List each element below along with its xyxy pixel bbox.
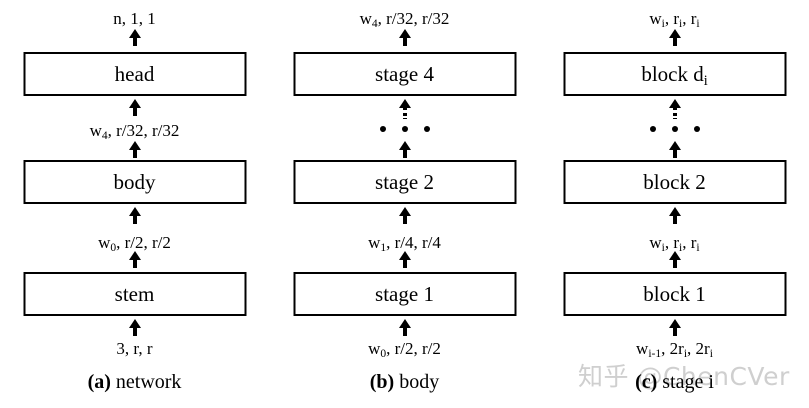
arrow-up-icon bbox=[128, 29, 142, 46]
edge-label-stage1-to-stage2: w1, r/4, r/4 bbox=[368, 233, 441, 255]
node-label: body bbox=[113, 169, 156, 194]
edge-label-stage-input: wi-1, 2ri, 2ri bbox=[636, 339, 713, 361]
edge-label-stage-output: wi, ri, ri bbox=[649, 9, 700, 31]
arrow-up-icon bbox=[668, 29, 682, 46]
node-block-di: block di bbox=[563, 52, 786, 96]
arrow-up-icon bbox=[128, 251, 142, 268]
caption-body: (b) body bbox=[370, 372, 439, 392]
edge-label-stem-to-body: w0, r/2, r/2 bbox=[98, 233, 171, 255]
arrow-up-dashed-icon bbox=[668, 99, 682, 119]
node-block-1: block 1 bbox=[563, 272, 786, 316]
node-label: block 1 bbox=[643, 281, 706, 306]
diagram-column-network: n, 1, 1 head w4, r/32, r/32 body w0, r/2… bbox=[0, 0, 269, 408]
node-stage-1: stage 1 bbox=[293, 272, 516, 316]
diagram-column-stage-i: wi, ri, ri block di block 2 bbox=[540, 0, 809, 408]
caption-tag: (a) bbox=[87, 371, 111, 393]
arrow-up-icon bbox=[668, 319, 682, 336]
caption-text: stage i bbox=[657, 371, 714, 393]
caption-tag: (b) bbox=[369, 371, 395, 393]
caption-text: network bbox=[110, 371, 182, 393]
arrow-up-dashed-icon bbox=[398, 99, 412, 119]
edge-label-network-input: 3, r, r bbox=[116, 339, 153, 358]
edge-label-body-output: w4, r/32, r/32 bbox=[359, 9, 450, 31]
node-stem: stem bbox=[23, 272, 246, 316]
node-label: block 2 bbox=[643, 169, 706, 194]
node-label: stage 2 bbox=[375, 169, 434, 194]
caption-text: body bbox=[394, 371, 440, 393]
ellipsis-icon bbox=[649, 124, 700, 134]
edge-label-block1-to-block2: wi, ri, ri bbox=[649, 233, 700, 255]
node-body: body bbox=[23, 160, 246, 204]
ellipsis-icon bbox=[379, 124, 430, 134]
edge-label-network-output: n, 1, 1 bbox=[113, 9, 156, 28]
arrow-up-icon bbox=[128, 141, 142, 158]
caption-network: (a) network bbox=[88, 372, 182, 392]
edge-label-body-input: w0, r/2, r/2 bbox=[368, 339, 441, 361]
node-label: block di bbox=[641, 61, 708, 89]
node-stage-2: stage 2 bbox=[293, 160, 516, 204]
node-head: head bbox=[23, 52, 246, 96]
node-label: stage 4 bbox=[375, 61, 434, 86]
arrow-up-icon bbox=[398, 29, 412, 46]
caption-tag: (c) bbox=[635, 371, 658, 393]
node-label: stage 1 bbox=[375, 281, 434, 306]
node-stage-4: stage 4 bbox=[293, 52, 516, 96]
arrow-up-icon bbox=[128, 207, 142, 224]
arrow-up-icon bbox=[668, 251, 682, 268]
watermark: 知乎 @ChenCVer bbox=[578, 362, 790, 391]
edge-label-body-to-head: w4, r/32, r/32 bbox=[89, 121, 180, 143]
node-label: stem bbox=[114, 281, 155, 306]
arrow-up-icon bbox=[398, 319, 412, 336]
arrow-up-icon bbox=[668, 141, 682, 158]
node-label: head bbox=[114, 61, 155, 86]
arrow-up-icon bbox=[128, 99, 142, 116]
arrow-up-icon bbox=[398, 251, 412, 268]
diagram-column-body: w4, r/32, r/32 stage 4 stage 2 bbox=[270, 0, 539, 408]
node-block-2: block 2 bbox=[563, 160, 786, 204]
arrow-up-icon bbox=[128, 319, 142, 336]
arrow-up-icon bbox=[668, 207, 682, 224]
arrow-up-icon bbox=[398, 141, 412, 158]
caption-stage-i: (c) stage i bbox=[635, 372, 714, 392]
arrow-up-icon bbox=[398, 207, 412, 224]
